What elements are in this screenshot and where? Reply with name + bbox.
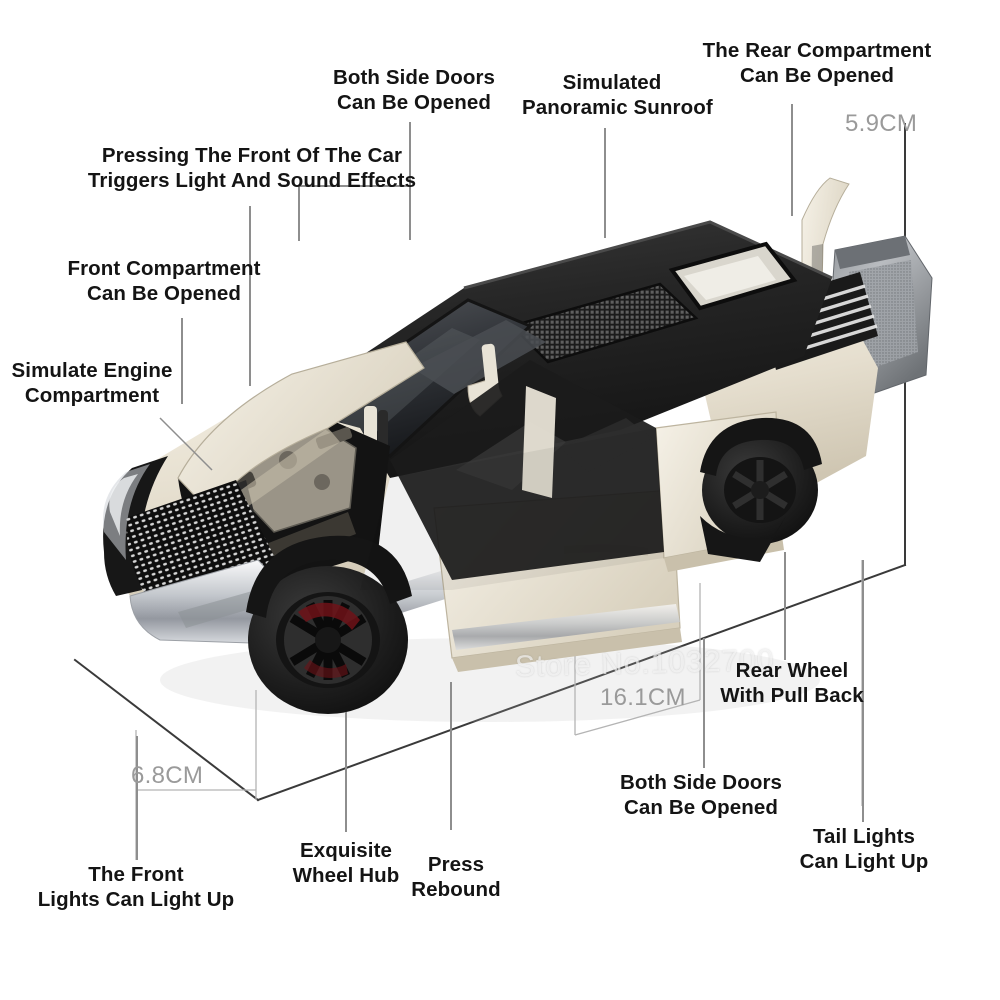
leader-front-lights (136, 736, 138, 860)
leader-both-side-doors-bottom (703, 638, 705, 768)
rear-wheel (700, 417, 822, 544)
leader-both-side-doors-top (409, 122, 411, 240)
roof-glass-panel (668, 241, 798, 311)
callout-simulate-engine: Simulate Engine Compartment (11, 359, 173, 407)
leader-wheel-hub (345, 712, 347, 832)
rear-bumper (700, 516, 786, 562)
leader-rear-wheel-pullback (784, 552, 786, 660)
leader-tail-lights (862, 560, 864, 822)
callout-wheel-hub: Exquisite Wheel Hub (292, 839, 400, 887)
leader-pressing-front (249, 206, 251, 386)
leader-press-rebound (450, 682, 452, 830)
callout-front-lights: The Front Lights Can Light Up (37, 863, 235, 911)
dimension-height: 5.9CM (845, 110, 918, 137)
dimension-length: 16.1CM (600, 684, 686, 711)
callout-tail-lights: Tail Lights Can Light Up (799, 825, 929, 873)
callout-simulated-sunroof: Simulated Panoramic Sunroof (522, 71, 713, 119)
leader-rear-compartment (791, 104, 793, 216)
panoramic-sunroof (509, 282, 699, 364)
callout-pressing-front: Pressing The Front Of The Car Triggers L… (87, 144, 417, 192)
callout-rear-compartment: The Rear Compartment Can Be Opened (702, 39, 932, 87)
die-cast-suv-model: Store No.1032700 (60, 160, 960, 740)
leader-front-compartment (181, 318, 183, 404)
callout-both-side-doors-bottom: Both Side Doors Can Be Opened (619, 771, 783, 819)
callout-both-side-doors-top: Both Side Doors Can Be Opened (332, 66, 496, 114)
leader-simulated-sunroof (604, 128, 606, 238)
front-grille (102, 456, 276, 610)
front-wheel (246, 535, 412, 714)
callout-press-rebound: Press Rebound (411, 853, 501, 901)
dimension-width: 6.8CM (131, 762, 204, 789)
callout-front-compartment: Front Compartment Can Be Opened (67, 257, 261, 305)
callout-rear-wheel-pullback: Rear Wheel With Pull Back (720, 659, 864, 707)
suv-illustration (102, 177, 933, 722)
leader-both-side-doors-top-elbow (298, 185, 410, 187)
leader-both-side-doors-top-branch (298, 185, 300, 241)
